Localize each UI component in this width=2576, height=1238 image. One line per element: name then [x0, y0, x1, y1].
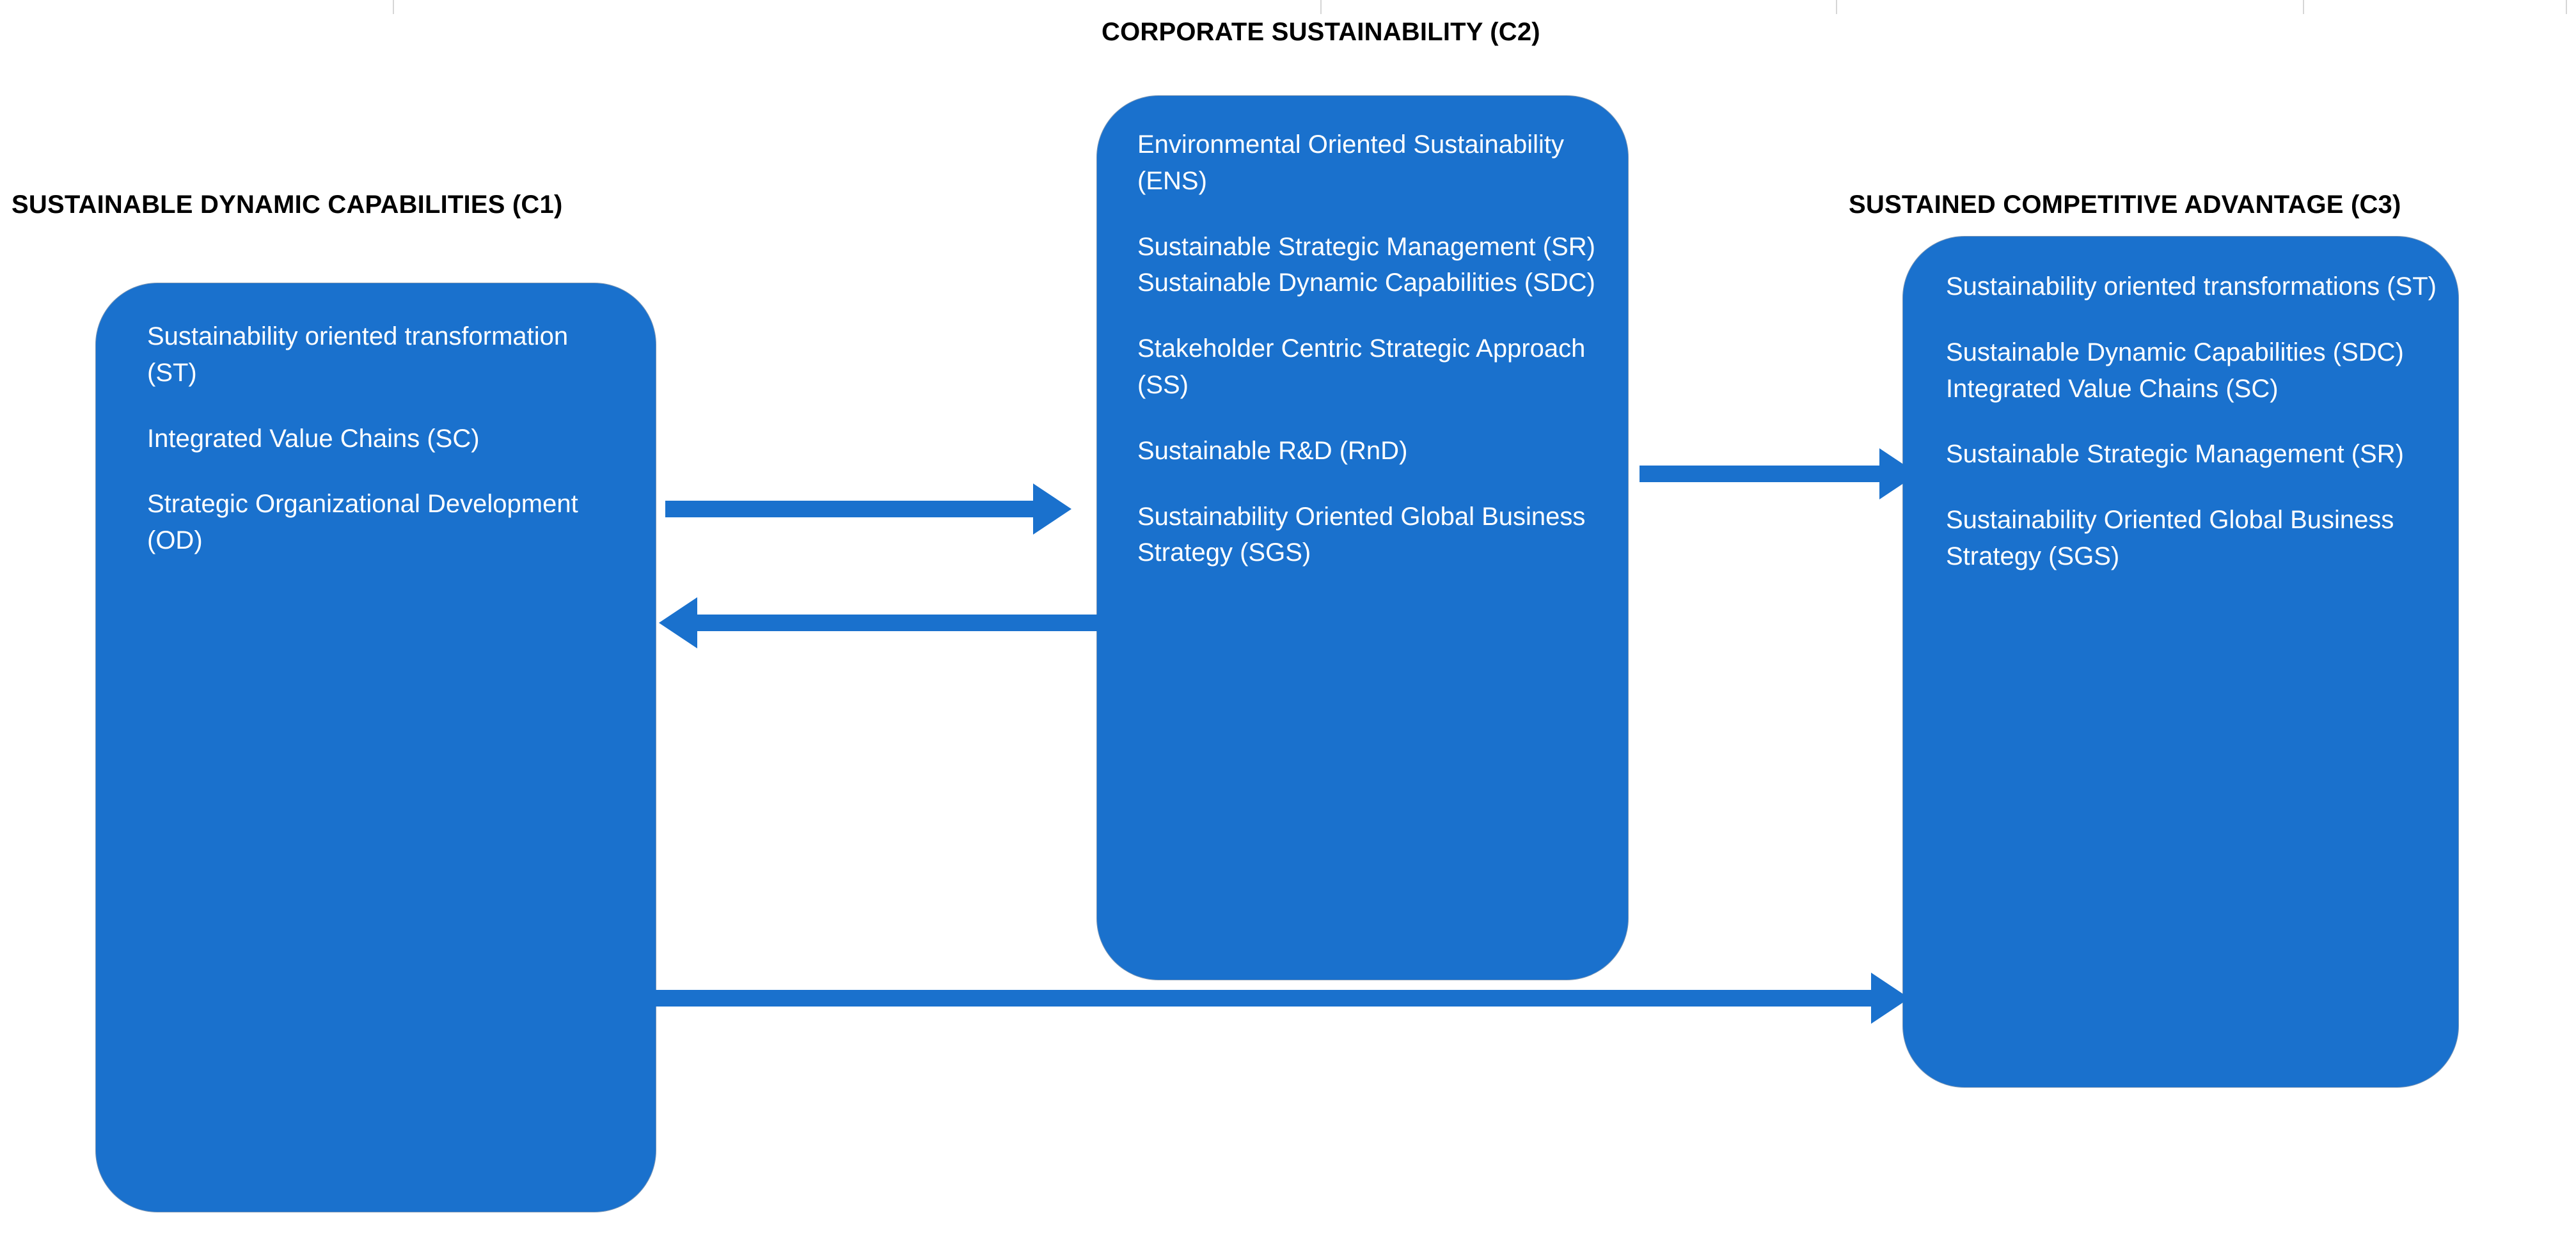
list-item: Sustainability Oriented Global Business …: [1137, 502, 1586, 567]
arrow-shaft: [665, 501, 1036, 517]
list-item: Sustainability Oriented Global Business …: [1946, 506, 2394, 570]
crop-tick: [2566, 0, 2567, 14]
arrow-head-left-icon: [659, 597, 697, 648]
column-title-c2: CORPORATE SUSTAINABILITY (C2): [1102, 18, 1540, 46]
arrow-head-right-icon: [1879, 448, 1918, 499]
box-c3[interactable]: Sustainability oriented transformations …: [1903, 237, 2458, 1087]
column-title-c1: SUSTAINABLE DYNAMIC CAPABILITIES (C1): [12, 191, 563, 219]
arrow-head-right-icon: [1871, 973, 1909, 1024]
crop-tick: [393, 0, 394, 14]
list-item: Stakeholder Centric Strategic Approach (…: [1137, 334, 1586, 399]
list-item: Strategic Organizational Development (OD…: [147, 490, 578, 555]
box-c1-item-list: Sustainability oriented transformation (…: [147, 318, 620, 559]
crop-tick: [2303, 0, 2304, 14]
list-item: Integrated Value Chains (SC): [147, 424, 480, 453]
list-item: Sustainable Strategic Management (SR): [1137, 232, 1595, 261]
list-item: Sustainability oriented transformation (…: [147, 322, 569, 387]
list-item: Environmental Oriented Sustainability (E…: [1137, 130, 1565, 195]
list-item: Sustainable R&D (RnD): [1137, 436, 1408, 465]
arrow-head-right-icon: [1033, 483, 1071, 535]
list-item: Sustainability oriented transformations …: [1946, 272, 2437, 301]
list-item: Integrated Value Chains (SC): [1946, 374, 2279, 403]
box-c2[interactable]: Environmental Oriented Sustainability (E…: [1097, 96, 1628, 980]
box-c3-item-list: Sustainability oriented transformations …: [1946, 269, 2438, 575]
list-item: Sustainable Dynamic Capabilities (SDC): [1946, 338, 2404, 366]
arrow-shaft: [1640, 466, 1881, 482]
column-title-c3: SUSTAINED COMPETITIVE ADVANTAGE (C3): [1849, 191, 2401, 219]
arrow-shaft: [696, 615, 1100, 631]
crop-tick: [1320, 0, 1322, 14]
list-item: Sustainable Strategic Management (SR): [1946, 440, 2404, 469]
box-c2-item-list: Environmental Oriented Sustainability (E…: [1137, 127, 1604, 571]
crop-tick: [1836, 0, 1837, 14]
box-c1[interactable]: Sustainability oriented transformation (…: [96, 283, 656, 1212]
arrow-shaft: [640, 990, 1873, 1007]
list-item: Sustainable Dynamic Capabilities (SDC): [1137, 269, 1595, 297]
